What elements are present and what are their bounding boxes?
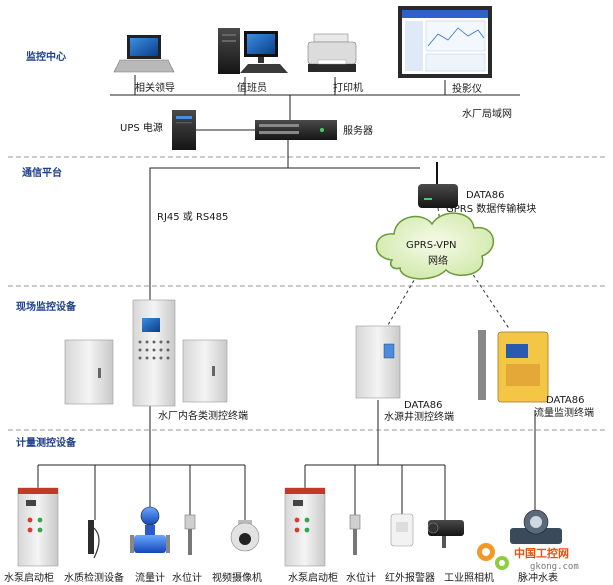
industrial-camera-icon (427, 520, 464, 548)
vpn-to-well-link (387, 269, 421, 326)
pulse-water-meter-icon (510, 509, 562, 544)
control-cabinet-left-icon (64, 339, 114, 405)
desktop-computer-icon (218, 28, 288, 74)
projector-screen-icon (398, 6, 492, 78)
label-module-name: GPRS 数据传输模块 (446, 202, 536, 215)
label-pump-cabinet-2: 水泵启动柜 (288, 571, 338, 584)
label-plant-terminal: 水厂内各类测控终端 (158, 409, 248, 422)
label-pump-cabinet-1: 水泵启动柜 (4, 571, 54, 584)
label-flow-terminal: 流量监测终端 (534, 406, 594, 419)
control-cabinet-right-icon (182, 339, 228, 403)
label-cloud-line1: GPRS-VPN (406, 240, 456, 251)
label-server: 服务器 (343, 124, 373, 137)
label-lan: 水厂局域网 (462, 107, 512, 120)
label-industrial-camera: 工业照相机 (444, 571, 494, 584)
gkong-watermark-logo (477, 543, 509, 570)
label-flowmeter: 流量计 (135, 571, 165, 584)
label-ir-alarm: 红外报警器 (385, 571, 435, 584)
section-label-monitoring-center: 监控中心 (26, 50, 66, 63)
server-to-plant-line (149, 140, 289, 300)
water-quality-probe-icon (88, 520, 100, 559)
label-projector: 投影仪 (452, 82, 482, 95)
label-printer: 打印机 (333, 81, 363, 94)
laptop-icon (113, 35, 175, 73)
label-well-model: DATA86 (404, 400, 443, 411)
server-icon (255, 120, 337, 140)
gprs-vpn-cloud (375, 212, 495, 280)
dome-camera-icon (230, 520, 260, 552)
label-level-sensor-1: 水位计 (172, 571, 202, 584)
label-link-type: RJ45 或 RS485 (157, 211, 228, 223)
level-sensor-icon (184, 514, 196, 555)
label-well-terminal: 水源井测控终端 (384, 410, 454, 423)
electromagnetic-flowmeter-icon (130, 506, 170, 553)
label-water-quality: 水质检测设备 (64, 571, 124, 584)
label-pulse-meter: 脉冲水表 (518, 571, 558, 584)
flow-terminal-box-icon (478, 330, 549, 403)
main-control-panel-icon (132, 299, 176, 407)
section-separators (8, 156, 605, 431)
wireless-links (387, 207, 511, 331)
ups-icon (172, 110, 196, 150)
level-sensor-icon (349, 514, 361, 555)
watermark-url: gkong.com (530, 562, 579, 572)
label-video-camera: 视频摄像机 (212, 571, 262, 584)
label-module-model: DATA86 (466, 190, 505, 201)
label-ups: UPS 电源 (120, 121, 163, 134)
label-level-sensor-2: 水位计 (346, 571, 376, 584)
section-label-metering: 计量测控设备 (16, 436, 77, 449)
pump-start-cabinet-icon (17, 487, 59, 567)
label-cloud-line2: 网络 (428, 254, 448, 267)
section-label-field-equipment: 现场监控设备 (16, 300, 77, 313)
pump-start-cabinet-icon (284, 487, 326, 567)
well-terminal-cabinet-icon (355, 325, 401, 399)
printer-icon (307, 33, 357, 72)
connection-lines (37, 75, 536, 520)
label-flow-model: DATA86 (546, 395, 585, 406)
label-laptop: 相关领导 (135, 81, 175, 94)
gprs-modem-icon (418, 162, 458, 208)
watermark-brand: 中国工控网 (514, 546, 569, 560)
section-label-comm-platform: 通信平台 (22, 166, 62, 179)
label-desktop: 值班员 (237, 81, 267, 94)
vpn-to-flow-link (469, 269, 511, 331)
infrared-detector-icon (390, 513, 414, 547)
